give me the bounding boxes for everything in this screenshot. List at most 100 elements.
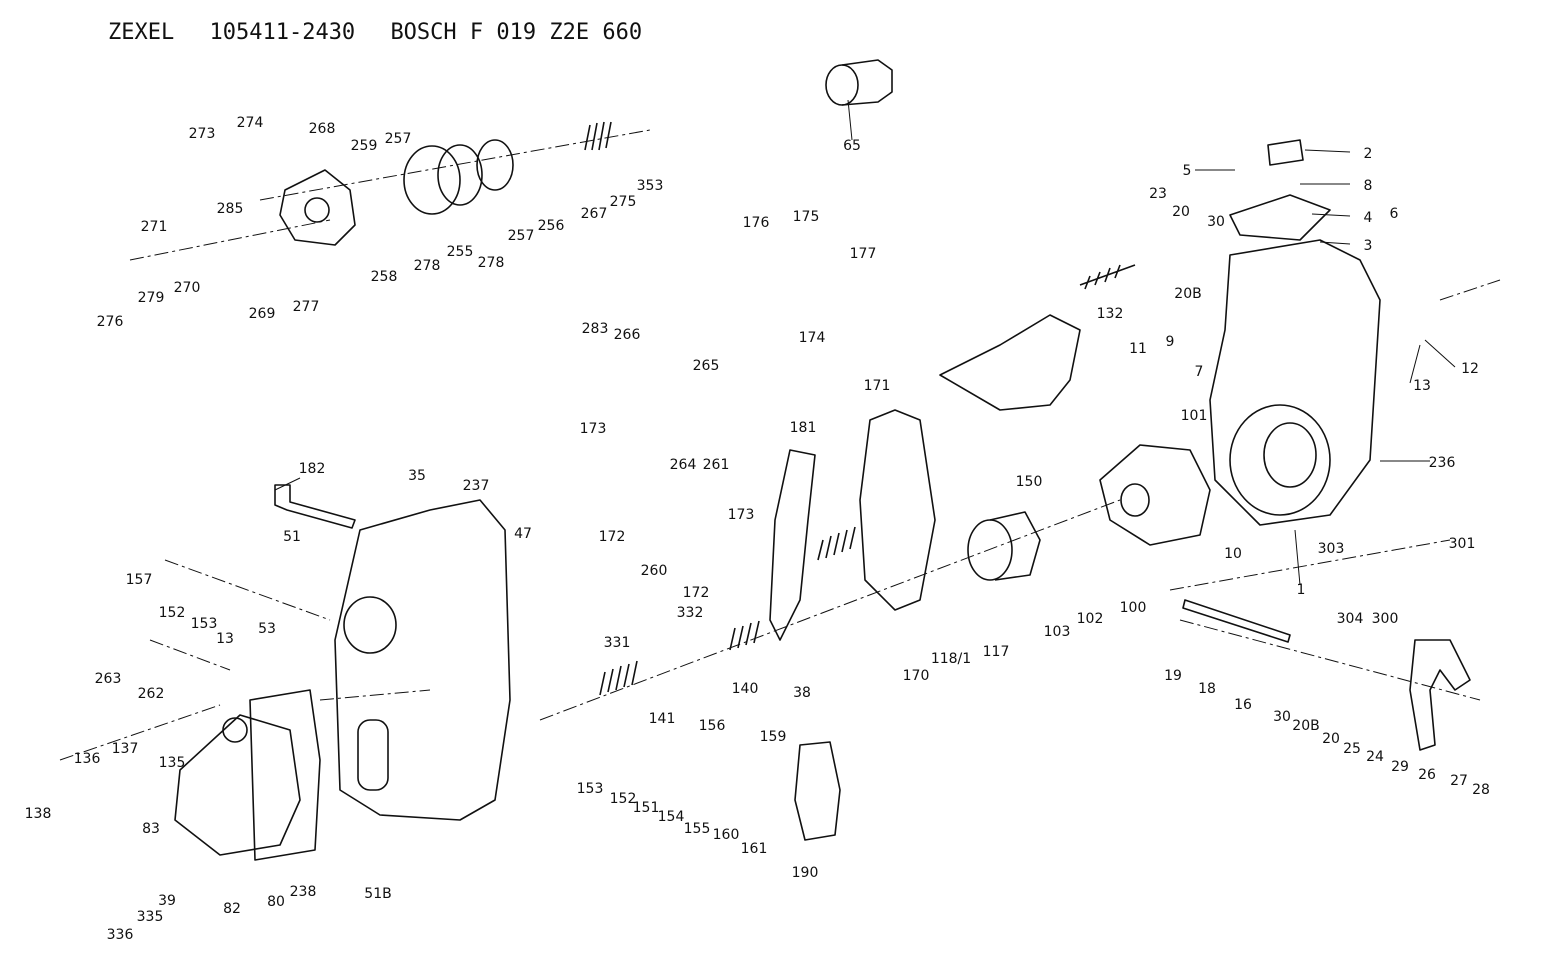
callout-label: 10 [1224, 546, 1242, 562]
callout-label: 132 [1097, 306, 1124, 322]
callout-label: 157 [126, 572, 153, 588]
title-part-number: 105411-2430 [209, 20, 356, 45]
part-278-ring-left [403, 145, 461, 215]
callout-label: 266 [614, 327, 641, 343]
callout-label: 236 [1429, 455, 1456, 471]
callout-label: 151 [633, 800, 660, 816]
callout-label: 285 [217, 201, 244, 217]
part-182-bolt [274, 484, 356, 529]
callout-label: 38 [793, 685, 811, 701]
callout-label: 353 [637, 178, 664, 194]
callout-label: 100 [1120, 600, 1147, 616]
part-190-lever [794, 741, 841, 841]
callout-label: 23 [1149, 186, 1167, 202]
callout-label: 7 [1195, 364, 1204, 380]
callout-label: 28 [1472, 782, 1490, 798]
callout-label: 117 [983, 644, 1010, 660]
callout-label: 269 [249, 306, 276, 322]
callout-label: 263 [95, 671, 122, 687]
callout-label: 170 [903, 668, 930, 684]
callout-label: 268 [309, 121, 336, 137]
part-16-shaft [1182, 599, 1291, 643]
leader-line [1311, 213, 1351, 217]
callout-label: 153 [191, 616, 218, 632]
part-150-lever [939, 314, 1081, 411]
leader-line [1409, 344, 1421, 384]
part-35-housing [334, 499, 511, 821]
callout-label: 140 [732, 681, 759, 697]
callout-label: 12 [1461, 361, 1479, 377]
part-spring-181 [817, 526, 856, 561]
part-267-spring [584, 121, 612, 151]
part-132-spring [1079, 264, 1136, 290]
callout-label: 279 [138, 290, 165, 306]
part-4-cover-plate [1229, 194, 1331, 241]
callout-label: 9 [1166, 334, 1175, 350]
callout-label: 301 [1449, 536, 1476, 552]
callout-label: 101 [1181, 408, 1208, 424]
leader-line [1304, 149, 1351, 153]
callout-label: 274 [237, 115, 264, 131]
leader-line [847, 99, 853, 141]
callout-label: 16 [1234, 697, 1252, 713]
callout-label: 5 [1183, 163, 1192, 179]
callout-label: 51B [364, 886, 391, 902]
callout-label: 174 [799, 330, 826, 346]
callout-label: 103 [1044, 624, 1071, 640]
callout-label: 173 [728, 507, 755, 523]
callout-label: 161 [741, 841, 768, 857]
callout-label: 283 [582, 321, 609, 337]
part-140-spring [729, 620, 760, 651]
callout-label: 30 [1273, 709, 1291, 725]
callout-label: 335 [137, 909, 164, 925]
callout-label: 18 [1198, 681, 1216, 697]
part-26-lever [1409, 639, 1471, 751]
callout-label: 278 [478, 255, 505, 271]
callout-label: 13 [1413, 378, 1431, 394]
callout-label: 152 [159, 605, 186, 621]
callout-label: 51 [283, 529, 301, 545]
callout-label: 159 [760, 729, 787, 745]
callout-label: 4 [1364, 210, 1373, 226]
callout-label: 258 [371, 269, 398, 285]
callout-label: 267 [581, 206, 608, 222]
callout-label: 80 [267, 894, 285, 910]
callout-label: 26 [1418, 767, 1436, 783]
callout-label: 29 [1391, 759, 1409, 775]
callout-label: 265 [693, 358, 720, 374]
callout-label: 3 [1364, 238, 1373, 254]
callout-label: 262 [138, 686, 165, 702]
part-238-gasket [249, 689, 321, 861]
part-268-cover [279, 169, 356, 246]
leader-line [1294, 529, 1301, 586]
callout-label: 152 [610, 791, 637, 807]
callout-label: 172 [599, 529, 626, 545]
part-170-lever [859, 409, 936, 611]
callout-label: 20B [1292, 718, 1319, 734]
callout-label: 20B [1174, 286, 1201, 302]
callout-label: 257 [508, 228, 535, 244]
callout-label: 300 [1372, 611, 1399, 627]
callout-label: 118/1 [931, 651, 971, 667]
part-65-nut [825, 59, 893, 106]
callout-label: 332 [677, 605, 704, 621]
callout-label: 172 [683, 585, 710, 601]
callout-label: 304 [1337, 611, 1364, 627]
callout-label: 25 [1343, 741, 1361, 757]
callout-label: 20 [1172, 204, 1190, 220]
callout-label: 19 [1164, 668, 1182, 684]
callout-label: 177 [850, 246, 877, 262]
callout-label: 256 [538, 218, 565, 234]
callout-label: 8 [1364, 178, 1373, 194]
callout-label: 331 [604, 635, 631, 651]
callout-label: 47 [514, 526, 532, 542]
callout-label: 303 [1318, 541, 1345, 557]
callout-label: 270 [174, 280, 201, 296]
callout-label: 135 [159, 755, 186, 771]
diagram-title: ZEXEL 105411-2430 BOSCH F 019 Z2E 660 [108, 20, 664, 45]
part-100-hub [1120, 483, 1150, 517]
callout-label: 156 [699, 718, 726, 734]
callout-label: 182 [299, 461, 326, 477]
callout-label: 257 [385, 131, 412, 147]
